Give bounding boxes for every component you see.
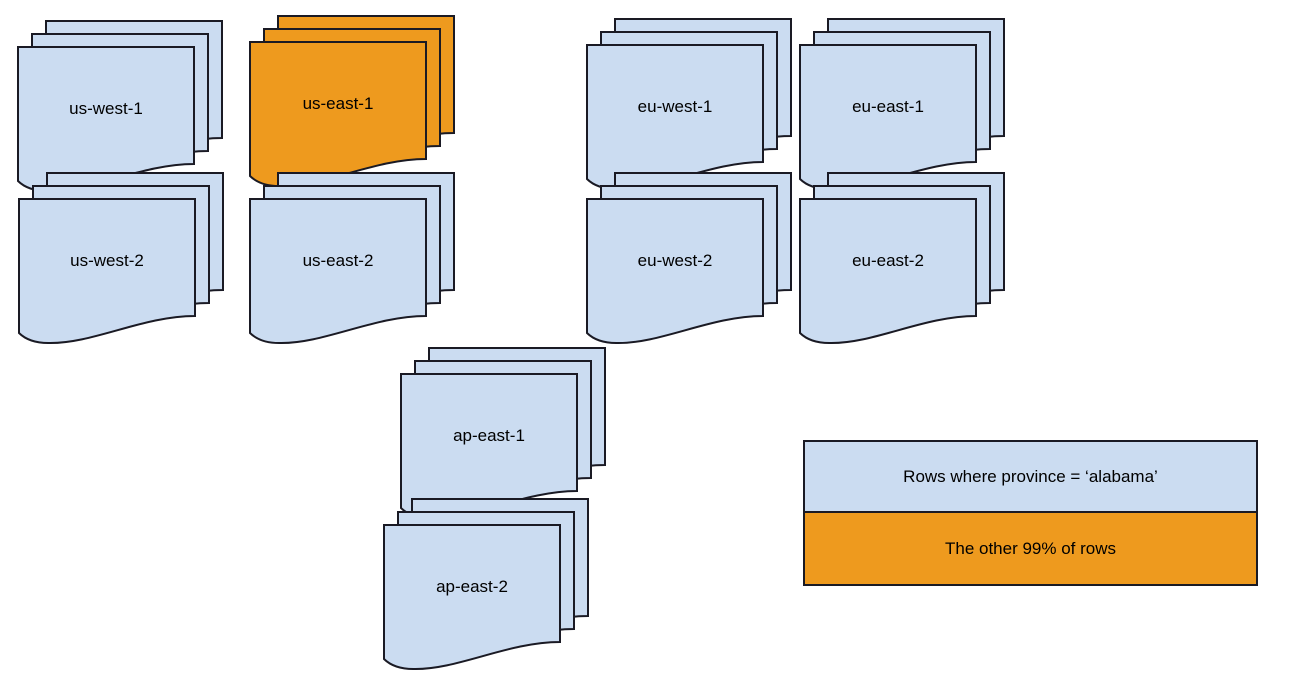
stack-sheets-eu-east-2 — [799, 172, 1005, 345]
region-stack-us-west-2[interactable]: us-west-2 — [18, 172, 228, 355]
stack-sheets-ap-east-1 — [400, 347, 606, 520]
legend-label-normal: Rows where province = ‘alabama’ — [903, 466, 1158, 486]
stack-sheets-ap-east-2 — [383, 498, 589, 671]
stack-sheets-eu-west-1 — [586, 18, 792, 191]
stack-sheet — [249, 198, 427, 345]
region-stack-eu-east-2[interactable]: eu-east-2 — [799, 172, 1009, 355]
region-stack-ap-east-2[interactable]: ap-east-2 — [383, 498, 593, 681]
region-stack-eu-west-1[interactable]: eu-west-1 — [586, 18, 796, 201]
region-stack-ap-east-1[interactable]: ap-east-1 — [400, 347, 610, 530]
legend-box: Rows where province = ‘alabama’ The othe… — [803, 440, 1258, 586]
stack-sheet — [18, 198, 196, 345]
region-stack-us-east-1[interactable]: us-east-1 — [249, 15, 459, 198]
stack-sheet — [799, 44, 977, 191]
stack-sheets-us-east-2 — [249, 172, 455, 345]
stack-sheets-eu-west-2 — [586, 172, 792, 345]
stack-sheet — [17, 46, 195, 193]
legend-row-normal: Rows where province = ‘alabama’ — [805, 442, 1256, 513]
stack-sheet — [799, 198, 977, 345]
region-stack-eu-west-2[interactable]: eu-west-2 — [586, 172, 796, 355]
stack-sheet — [586, 44, 764, 191]
stack-sheet — [249, 41, 427, 188]
stack-sheet — [383, 524, 561, 671]
stack-sheets-us-east-1 — [249, 15, 455, 188]
legend-label-highlight: The other 99% of rows — [944, 538, 1117, 558]
stack-sheets-us-west-1 — [17, 20, 223, 193]
stack-sheets-eu-east-1 — [799, 18, 1005, 191]
region-stack-us-west-1[interactable]: us-west-1 — [17, 20, 227, 203]
stack-sheet — [400, 373, 578, 520]
stack-sheet — [586, 198, 764, 345]
legend-row-highlight: The other 99% of rows — [805, 513, 1256, 584]
region-stack-us-east-2[interactable]: us-east-2 — [249, 172, 459, 355]
stack-sheets-us-west-2 — [18, 172, 224, 345]
